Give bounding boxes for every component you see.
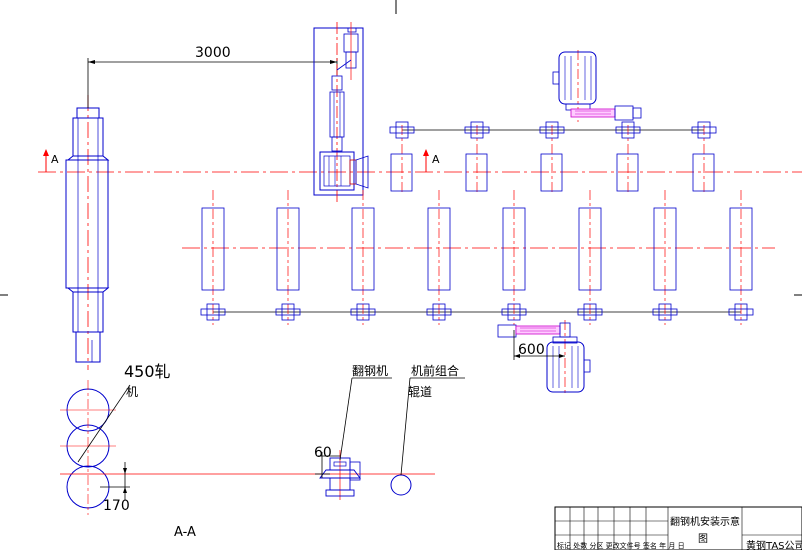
dimension-600: 600 — [513, 330, 565, 360]
title-block-header-row: 标记 处数 分区 更改文件号 签名 年 月 日 — [557, 541, 685, 550]
dimension-60: 60 — [314, 445, 340, 478]
title-block: 标记 处数 分区 更改文件号 签名 年 月 日 翻钢机安装示意 图 黄钢TAS公… — [554, 506, 802, 550]
dimension-60-text: 60 — [314, 445, 332, 461]
dimension-170-text: 170 — [103, 498, 130, 514]
label-roller-table-a: 机前组合 — [411, 363, 459, 378]
upper-roller-row — [389, 121, 717, 195]
dimension-170: 170 — [100, 462, 130, 514]
label-450-mill-a: 450轧 — [124, 362, 171, 381]
lower-roller-row — [200, 190, 754, 325]
section-mark-right: A — [432, 153, 440, 166]
mill-rolls-section — [60, 380, 131, 515]
roller-section — [390, 474, 412, 496]
company-name: 黄钢TAS公司 — [746, 539, 802, 550]
leader-roller — [400, 377, 411, 476]
dimension-3000-text: 3000 — [195, 45, 231, 61]
mill-roll — [65, 95, 110, 370]
label-450-mill-b: 机 — [126, 385, 138, 399]
tilter-plan — [313, 22, 369, 205]
label-tilter: 翻钢机 — [352, 364, 388, 378]
drawing-title-b: 图 — [698, 533, 708, 545]
section-arrow-right: A — [423, 149, 440, 172]
motor-bottom — [497, 320, 591, 395]
section-mark-left: A — [51, 153, 59, 166]
dimension-600-text: 600 — [518, 342, 545, 358]
section-view-label: A-A — [174, 525, 196, 540]
leader-tilter — [339, 377, 353, 461]
motor-top — [552, 50, 642, 122]
dimension-3000: 3000 — [87, 45, 338, 108]
section-arrow-left: A — [43, 149, 59, 172]
label-roller-table-b: 辊道 — [408, 385, 432, 399]
drawing-title-a: 翻钢机安装示意 — [670, 515, 740, 528]
